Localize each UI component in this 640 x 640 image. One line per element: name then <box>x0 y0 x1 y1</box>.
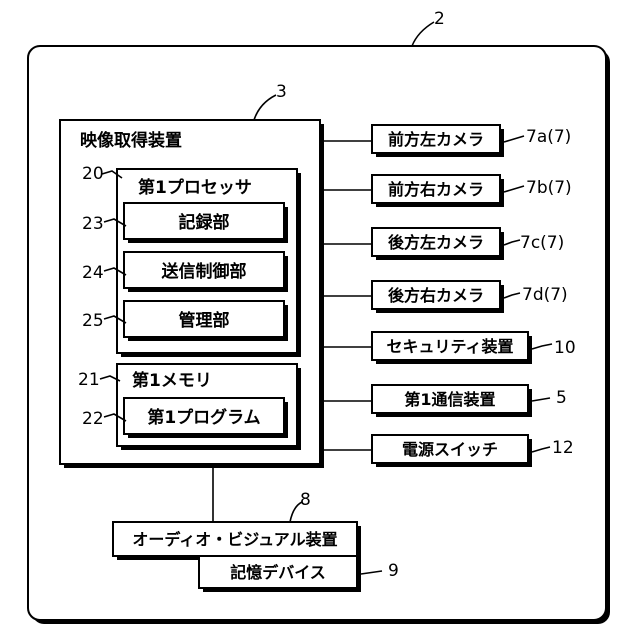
cam-rl-label: 後方左カメラ <box>388 233 484 252</box>
recorder-label: 記録部 <box>179 212 230 233</box>
processor-label: 第1プロセッサ <box>138 177 252 198</box>
cam-fl-label: 前方左カメラ <box>388 130 484 149</box>
ref-memory: 21 <box>78 370 100 390</box>
ref-av: 8 <box>300 490 311 510</box>
comm-label: 第1通信装置 <box>404 390 495 409</box>
cam-rr-label: 後方右カメラ <box>388 286 484 305</box>
ref-cam-rl: 7c(7) <box>520 233 564 253</box>
memory-label: 第1メモリ <box>132 370 212 391</box>
manager-label: 管理部 <box>179 310 230 331</box>
acquisition-label: 映像取得装置 <box>80 130 182 151</box>
ref-cam-rr: 7d(7) <box>522 285 568 305</box>
ref-cam-fl: 7a(7) <box>526 127 571 147</box>
ref-storage: 9 <box>388 561 399 581</box>
ref-processor: 20 <box>82 164 104 184</box>
ref-program: 22 <box>82 409 104 429</box>
ref-manager: 25 <box>82 311 104 331</box>
security-label: セキュリティ装置 <box>386 337 513 356</box>
ref-tx-ctrl: 24 <box>82 263 104 283</box>
power-label: 電源スイッチ <box>402 440 498 459</box>
tx-ctrl-label: 送信制御部 <box>162 261 247 282</box>
ref-power: 12 <box>552 438 574 458</box>
program-label: 第1プログラム <box>147 407 260 428</box>
av-label: オーディオ・ビジュアル装置 <box>132 530 337 549</box>
ref-security: 10 <box>554 338 576 358</box>
ref-leader-system <box>412 22 434 46</box>
cam-fr-label: 前方右カメラ <box>388 180 484 199</box>
ref-system: 2 <box>434 9 445 29</box>
ref-comm: 5 <box>556 388 567 408</box>
ref-cam-fr: 7b(7) <box>526 178 572 198</box>
ref-acquisition: 3 <box>276 82 287 102</box>
storage-label: 記憶デバイス <box>230 563 326 582</box>
ref-recorder: 23 <box>82 214 104 234</box>
